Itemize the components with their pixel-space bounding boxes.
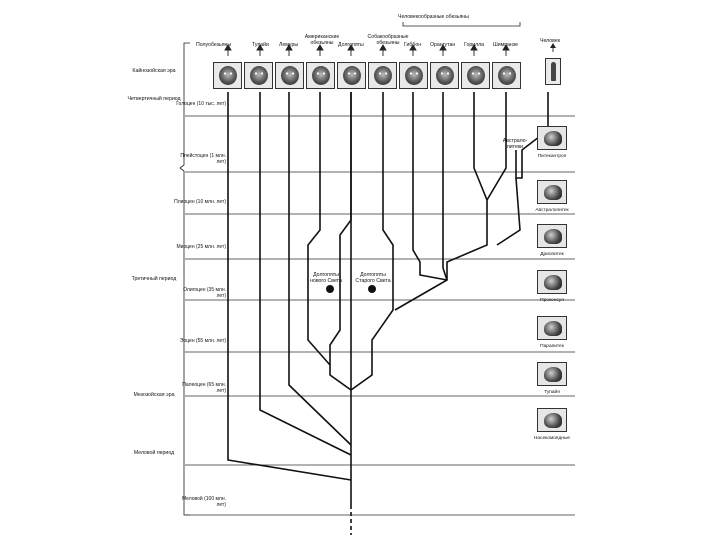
taxon-label: Полуобезьяны — [196, 42, 231, 48]
lemur-portrait-icon — [275, 62, 304, 89]
period-label: Голоцен (10 тыс. лет) — [174, 101, 226, 107]
period-label: Эоцен (55 млн. лет) — [174, 338, 226, 344]
taxon-label: Горилла — [464, 42, 484, 48]
era-label: Третичный период — [122, 276, 186, 282]
fossil-label: Австралопитек — [527, 208, 577, 214]
period-label: Олигоцен (35 млн. лет) — [174, 287, 226, 299]
insectivore-icon — [537, 408, 567, 432]
gibbon-portrait-icon — [399, 62, 428, 89]
fossil-label: Питекантроп — [527, 154, 577, 160]
human-label: Человек — [540, 38, 560, 44]
taxon-label: Шимпанзе — [493, 42, 518, 48]
fossil-label: Дриопитек — [527, 252, 577, 258]
fossil-label: Тупайя — [527, 390, 577, 396]
proconsul-skull-icon — [537, 270, 567, 294]
australopithecus-skull-icon — [537, 180, 567, 204]
orangutan-portrait-icon — [430, 62, 459, 89]
tupaia-fossil-icon — [537, 362, 567, 386]
period-label: Плиоцен (10 млн. лет) — [174, 199, 226, 205]
baboon-portrait-icon — [368, 62, 397, 89]
fossil-marker — [368, 285, 376, 293]
apes-bracket — [403, 22, 520, 26]
taxon-label: Орангутан — [430, 42, 455, 48]
era-label: Кайнозойская эра — [122, 68, 186, 74]
period-label: Меловой (100 млн. лет) — [174, 496, 226, 508]
gorilla-portrait-icon — [461, 62, 490, 89]
period-label: Палеоцен (65 млн. лет) — [174, 382, 226, 394]
lineages — [228, 92, 548, 505]
taxon-label: Долгопяты — [338, 42, 364, 48]
annotation-label: Австрало-питеки — [500, 138, 530, 150]
taxon-label: Лемуры — [279, 42, 298, 48]
period-label: Плейстоцен (1 млн. лет) — [174, 153, 226, 165]
taxon-label: Американские обезьяны — [302, 34, 342, 46]
period-label: Миоцен (25 млн. лет) — [174, 244, 226, 250]
fossil-label: Проконсул — [527, 298, 577, 304]
parapithecus-skull-icon — [537, 316, 567, 340]
new-world-monkey-portrait-icon — [306, 62, 335, 89]
apes-bracket-title: Человекообразные обезьяны — [398, 14, 469, 20]
lemur-portrait-icon — [213, 62, 242, 89]
tupaia-portrait-icon — [244, 62, 273, 89]
human-figure-icon — [545, 58, 561, 85]
taxon-label: Тупайи — [252, 42, 269, 48]
fossil-label: Парапитек — [527, 344, 577, 350]
chimpanzee-portrait-icon — [492, 62, 521, 89]
annotation-label: Долгопяты нового Света — [306, 272, 346, 284]
taxon-label: Гиббон — [404, 42, 421, 48]
fossil-marker — [326, 285, 334, 293]
annotation-label: Долгопяты Старого Света — [352, 272, 394, 284]
fossil-label: Насекомоядные — [527, 436, 577, 442]
tarsier-portrait-icon — [337, 62, 366, 89]
pithecanthropus-skull-icon — [537, 126, 567, 150]
taxon-label: Собакообразные обезьяны — [367, 34, 409, 46]
era-label: Меловой период — [122, 450, 186, 456]
dryopithecus-skull-icon — [537, 224, 567, 248]
